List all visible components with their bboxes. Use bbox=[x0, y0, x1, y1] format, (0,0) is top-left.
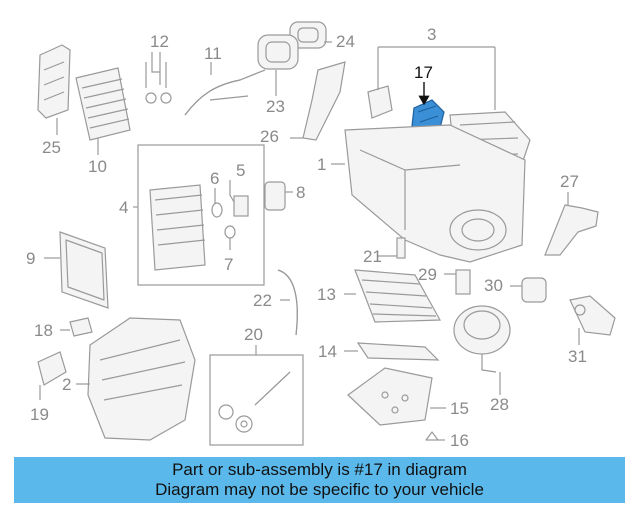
callout-25: 25 bbox=[42, 138, 61, 157]
info-banner: Part or sub-assembly is #17 in diagram D… bbox=[14, 457, 625, 503]
part-6 bbox=[211, 202, 223, 218]
callout-3: 3 bbox=[427, 25, 436, 44]
part-19 bbox=[37, 351, 67, 386]
part-2-housing bbox=[87, 317, 196, 441]
callout-12: 12 bbox=[150, 32, 169, 51]
parts-diagram: 12 11 24 3 17 23 26 25 10 1 5 6 27 8 4 2… bbox=[26, 21, 616, 450]
callout-29: 29 bbox=[418, 265, 437, 284]
part-10 bbox=[75, 67, 131, 141]
callout-30: 30 bbox=[484, 276, 503, 295]
callout-28: 28 bbox=[490, 395, 509, 414]
part-1-housing bbox=[344, 124, 526, 263]
leader-lines bbox=[39, 41, 580, 441]
part-22 bbox=[277, 269, 298, 336]
part-20-parts bbox=[218, 371, 291, 433]
part-8 bbox=[264, 181, 286, 211]
banner-line-1: Part or sub-assembly is #17 in diagram bbox=[172, 460, 467, 479]
callout-26: 26 bbox=[260, 127, 279, 146]
part-14 bbox=[356, 342, 440, 361]
part-13 bbox=[354, 269, 442, 323]
part-27 bbox=[544, 204, 599, 256]
callout-13: 13 bbox=[317, 285, 336, 304]
callout-6: 6 bbox=[210, 169, 219, 188]
callout-2: 2 bbox=[62, 375, 71, 394]
callout-24: 24 bbox=[336, 32, 355, 51]
callout-27: 27 bbox=[560, 172, 579, 191]
part-18 bbox=[69, 317, 93, 337]
callout-8: 8 bbox=[296, 183, 305, 202]
group-box-4 bbox=[137, 144, 265, 286]
callout-16: 16 bbox=[450, 431, 469, 450]
callout-5: 5 bbox=[236, 161, 245, 180]
part-15 bbox=[347, 367, 433, 426]
callout-21: 21 bbox=[363, 247, 382, 266]
callout-15: 15 bbox=[450, 399, 469, 418]
part-12 bbox=[145, 92, 172, 104]
part-9 bbox=[59, 231, 109, 309]
part-25 bbox=[37, 44, 71, 119]
part-4-heater-core bbox=[149, 184, 206, 271]
callout-20: 20 bbox=[244, 325, 263, 344]
part-7 bbox=[224, 225, 236, 239]
part-11 bbox=[184, 69, 266, 116]
callout-labels: 12 11 24 3 17 23 26 25 10 1 5 6 27 8 4 2… bbox=[26, 25, 587, 450]
part-30 bbox=[521, 277, 547, 303]
callout-19: 19 bbox=[30, 405, 49, 424]
callout-14: 14 bbox=[318, 342, 337, 361]
callout-7: 7 bbox=[224, 255, 233, 274]
callout-10: 10 bbox=[88, 157, 107, 176]
callout-11: 11 bbox=[204, 44, 222, 63]
part-28-blower bbox=[453, 305, 511, 373]
callout-18: 18 bbox=[34, 321, 53, 340]
part-21 bbox=[396, 237, 406, 259]
part-23 bbox=[257, 34, 299, 70]
callout-22: 22 bbox=[253, 291, 272, 310]
group-box-20 bbox=[209, 354, 304, 446]
part-16 bbox=[425, 431, 439, 441]
callout-31: 31 bbox=[568, 347, 587, 366]
part-5 bbox=[233, 195, 249, 217]
part-24 bbox=[289, 21, 327, 49]
callout-17: 17 bbox=[414, 63, 433, 82]
part-31 bbox=[569, 295, 616, 336]
callout-4: 4 bbox=[119, 198, 128, 217]
callout-9: 9 bbox=[26, 249, 35, 268]
part-26 bbox=[302, 61, 346, 141]
part-29 bbox=[455, 269, 471, 295]
callout-23: 23 bbox=[266, 97, 285, 116]
banner-line-2: Diagram may not be specific to your vehi… bbox=[155, 480, 484, 499]
callout-1: 1 bbox=[317, 155, 326, 174]
